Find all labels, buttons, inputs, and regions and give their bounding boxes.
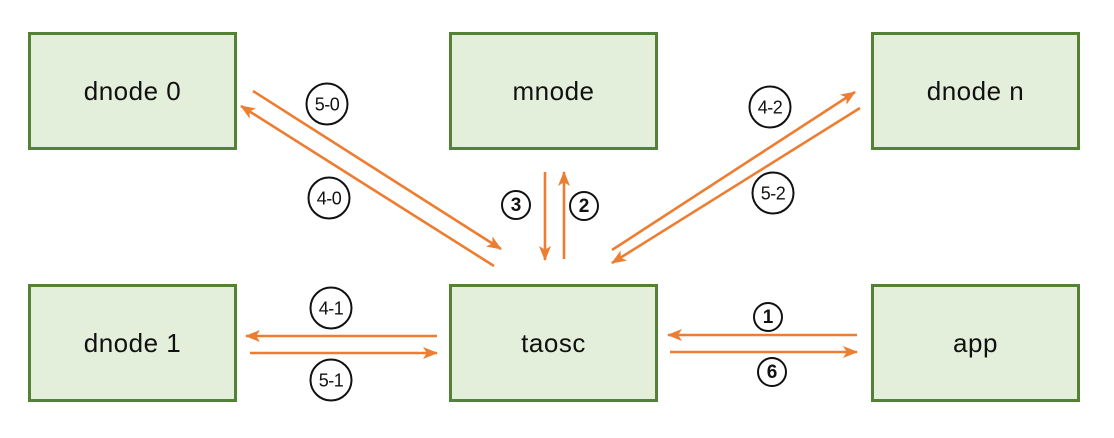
node-mnode-label: mnode: [512, 75, 595, 106]
edge-label-5-0: 5-0: [305, 82, 349, 126]
node-app: app: [871, 284, 1080, 402]
edge-label-4-1: 4-1: [309, 286, 353, 330]
node-dnode-n-label: dnode n: [926, 75, 1025, 106]
edge-label-3: 3: [501, 190, 531, 220]
edge-label-6: 6: [757, 357, 787, 387]
node-dnode-0: dnode 0: [28, 32, 237, 150]
edge-label-5-2: 5-2: [751, 171, 795, 215]
node-taosc-label: taosc: [521, 327, 586, 358]
node-app-label: app: [953, 327, 998, 358]
edge-label-5-1: 5-1: [309, 358, 353, 402]
node-taosc: taosc: [449, 284, 658, 402]
edge-label-1: 1: [753, 302, 783, 332]
edge-label-4-0: 4-0: [307, 176, 351, 220]
node-dnode-n: dnode n: [871, 32, 1080, 150]
node-dnode-1-label: dnode 1: [83, 327, 182, 358]
node-dnode-0-label: dnode 0: [83, 75, 182, 106]
node-mnode: mnode: [449, 32, 658, 150]
edge-label-2: 2: [569, 191, 599, 221]
node-dnode-1: dnode 1: [28, 284, 237, 402]
edge-label-4-2: 4-2: [748, 85, 792, 129]
